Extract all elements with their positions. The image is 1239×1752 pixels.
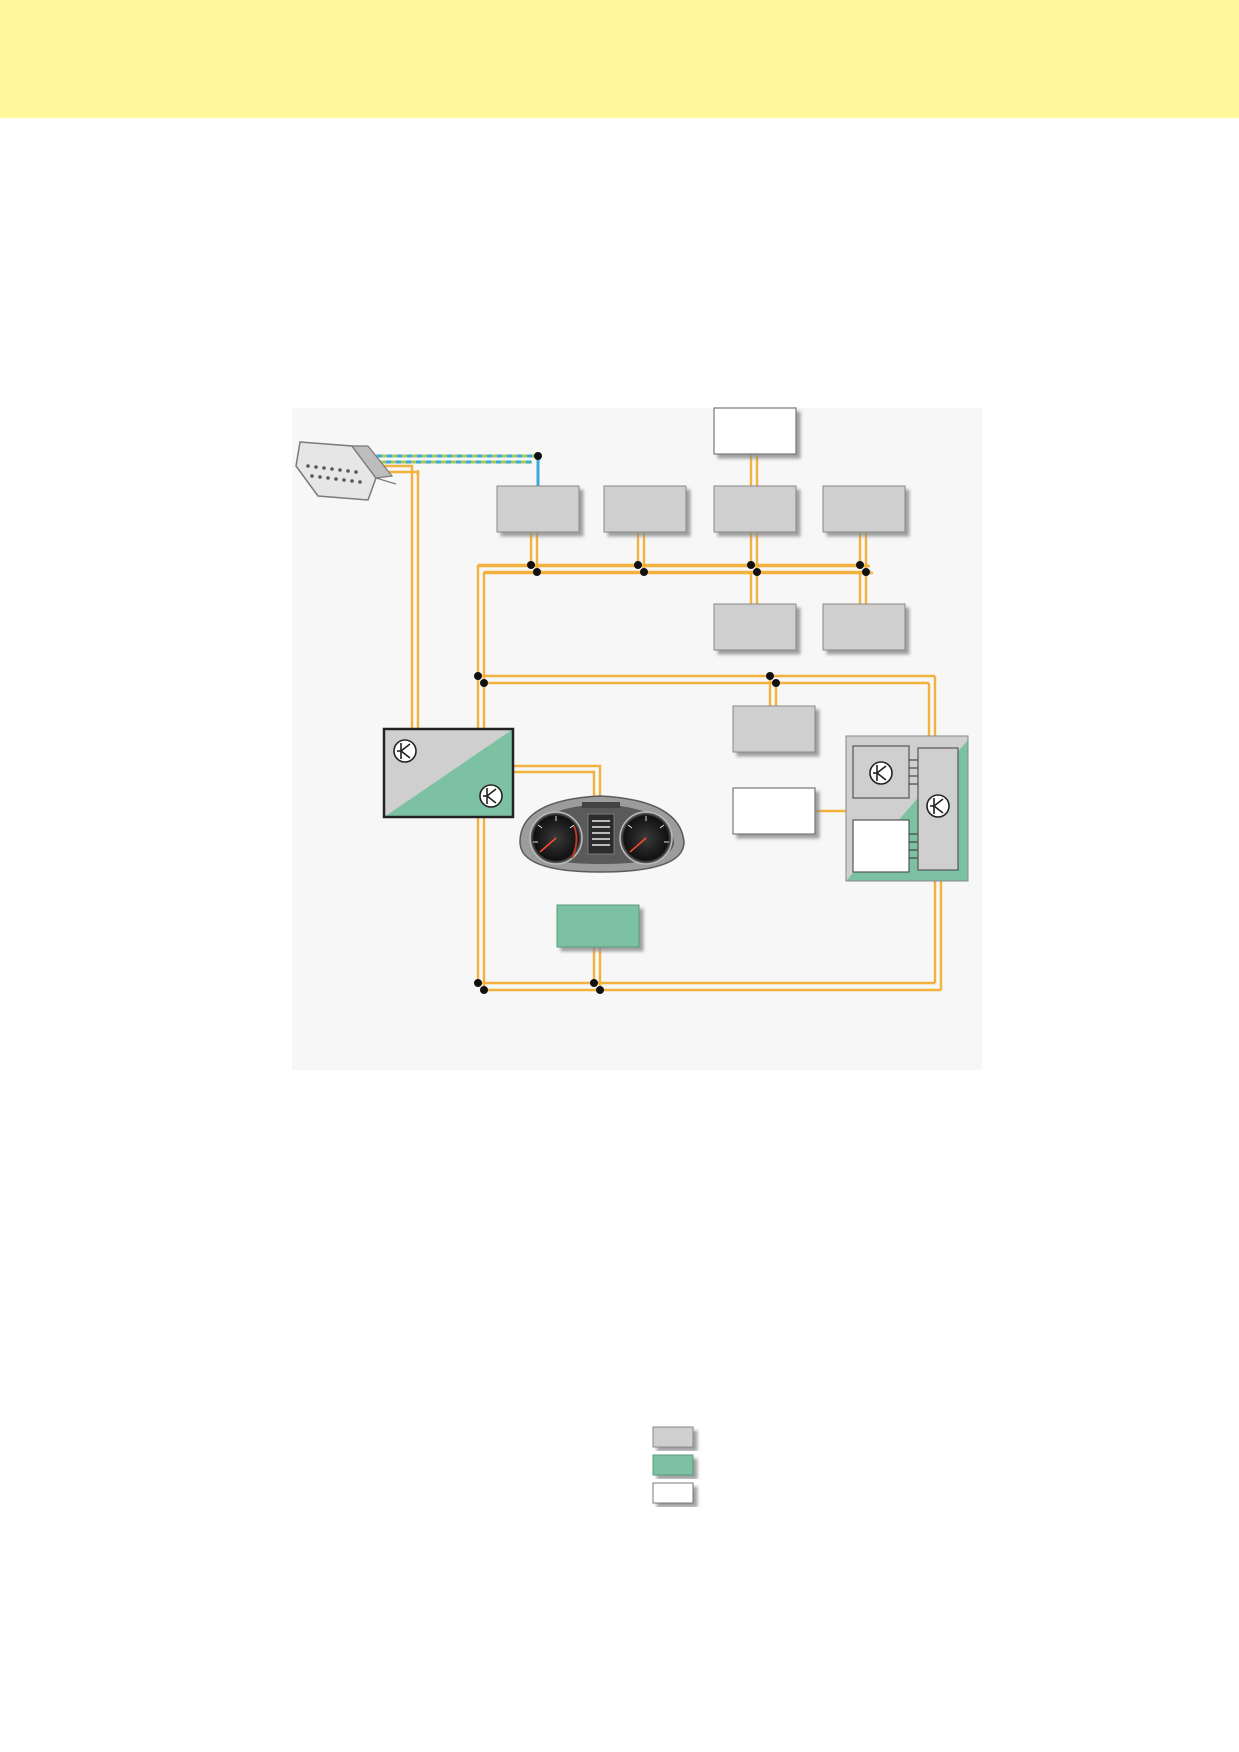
gateway-circle-k-icon [869, 761, 893, 785]
module-gray-top-4 [822, 485, 906, 533]
module-white-top [713, 407, 797, 455]
module-gray-mid [732, 705, 816, 753]
obd-diagnostic-connector-icon [295, 441, 397, 501]
module-gray-top-1 [496, 485, 580, 533]
legend-swatch-white [652, 1482, 694, 1504]
gateway-circle-k-icon [926, 794, 950, 818]
module-white-mid [732, 787, 816, 835]
central-gateway-module [382, 727, 515, 819]
module-gray-top-2 [603, 485, 687, 533]
gateway-circle-k-icon [393, 739, 417, 763]
module-green-bottom [556, 904, 640, 948]
legend-swatch-gray [652, 1426, 694, 1448]
module-gray-row2-1 [713, 603, 797, 651]
gateway-circle-k-icon [479, 784, 503, 808]
legend-swatch-green [652, 1454, 694, 1476]
module-gray-top-3 [713, 485, 797, 533]
instrument-cluster-icon [519, 795, 685, 873]
header-band [0, 0, 1239, 118]
enclosure-inner-white [852, 819, 910, 873]
bus-wires [372, 450, 943, 992]
junction-dots [474, 452, 870, 994]
module-gray-row2-2 [822, 603, 906, 651]
right-enclosure [845, 735, 969, 882]
legend [652, 1426, 694, 1504]
modules [496, 407, 906, 948]
